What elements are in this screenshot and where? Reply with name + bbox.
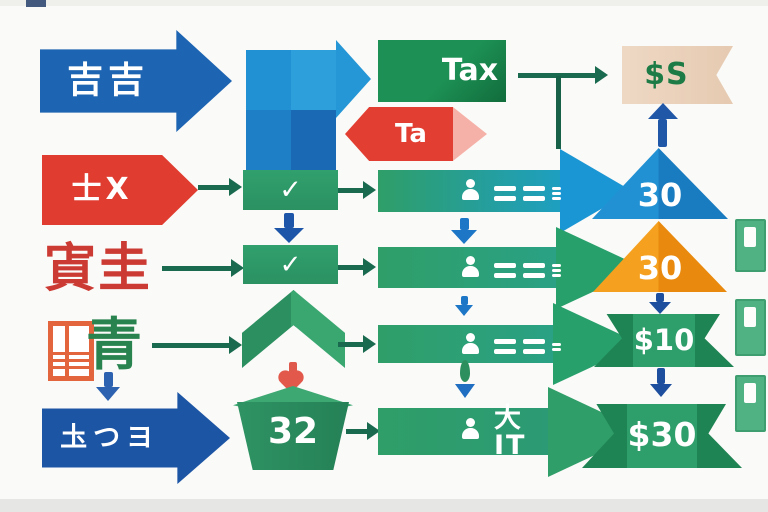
green-box-label: 32 bbox=[267, 411, 319, 452]
blue-block bbox=[291, 50, 336, 110]
roof-right-panel bbox=[291, 290, 345, 368]
connector-arrow bbox=[518, 66, 608, 84]
down-arrow-icon bbox=[656, 293, 664, 302]
window-line bbox=[53, 352, 89, 355]
down-arrow-icon bbox=[274, 228, 304, 243]
down-arrow-icon bbox=[284, 213, 294, 228]
ta-label: Ta bbox=[395, 119, 427, 149]
arrow-head-icon bbox=[336, 40, 371, 118]
tax-box: Tax bbox=[378, 40, 506, 102]
double-arrow-icon bbox=[345, 107, 487, 161]
roof-left-panel bbox=[242, 290, 296, 368]
arrow-right-icon bbox=[42, 155, 198, 225]
big-blue-arrow bbox=[246, 40, 371, 172]
connector-arrow bbox=[162, 259, 244, 277]
checkbox-step-2: ✓ bbox=[243, 245, 338, 284]
tag-slot bbox=[744, 307, 756, 327]
down-arrow-icon bbox=[461, 296, 468, 305]
flow-arrow-red-2: 士X bbox=[42, 155, 198, 225]
money-banner-label: $S bbox=[644, 57, 689, 92]
down-arrow-icon bbox=[96, 387, 120, 401]
sprout-icon bbox=[460, 360, 470, 382]
window-line bbox=[53, 359, 89, 362]
down-arrow-icon bbox=[649, 302, 671, 314]
row-arrow-4-label: 大IT bbox=[494, 402, 527, 461]
down-arrow-icon bbox=[455, 384, 475, 398]
cjk-text-red: 寊圭 bbox=[44, 239, 153, 299]
top-edge-strip bbox=[0, 0, 768, 6]
roof-chevron-shape bbox=[242, 290, 345, 368]
window-line bbox=[53, 366, 89, 369]
text-lines-icon bbox=[494, 263, 561, 278]
flow-arrow-blue-5: 圡つヨ bbox=[42, 392, 230, 484]
top-edge-mark bbox=[26, 0, 46, 7]
connector-arrow bbox=[338, 181, 376, 199]
connector-arrow bbox=[338, 335, 376, 353]
blue-block bbox=[291, 110, 336, 172]
connector-arrow bbox=[198, 178, 242, 196]
down-arrow-icon bbox=[451, 230, 477, 244]
up-arrow-icon bbox=[658, 119, 667, 147]
person-icon bbox=[462, 256, 479, 277]
tag-slot bbox=[744, 383, 756, 403]
ribbon-30-label: $30 bbox=[627, 415, 697, 454]
person-icon bbox=[462, 418, 479, 439]
ta-double-arrow: Ta bbox=[345, 107, 487, 161]
tag-icon bbox=[735, 375, 766, 432]
connector-arrow bbox=[338, 258, 376, 276]
blue-triangle-label: 30 bbox=[637, 176, 683, 214]
down-arrow-icon bbox=[460, 218, 469, 230]
cjk-text-green: 青 bbox=[86, 313, 142, 378]
flow-arrow-red-2-label: 士X bbox=[71, 172, 133, 207]
checkbox-step-1: ✓ bbox=[243, 170, 338, 210]
connector-arrow bbox=[152, 336, 242, 354]
window-ledger-icon bbox=[48, 321, 94, 381]
down-arrow-icon bbox=[650, 384, 672, 397]
green-box-front: 32 bbox=[237, 402, 349, 470]
blue-block bbox=[246, 50, 291, 110]
flow-arrow-blue-1: 吉吉 bbox=[40, 30, 232, 132]
checkmark-icon: ✓ bbox=[279, 174, 302, 206]
connector-drop-line bbox=[556, 76, 561, 149]
tax-box-label: Tax bbox=[441, 53, 499, 88]
tag-slot bbox=[744, 227, 756, 247]
person-icon bbox=[462, 333, 479, 354]
money-banner: $S bbox=[622, 46, 733, 104]
up-arrow-icon bbox=[648, 103, 678, 119]
ribbon-10-label: $10 bbox=[633, 323, 695, 357]
connector-arrow bbox=[346, 422, 380, 440]
down-arrow-icon bbox=[455, 305, 473, 316]
orange-triangle-label: 30 bbox=[637, 249, 683, 287]
down-arrow-icon bbox=[657, 368, 665, 384]
tag-icon bbox=[735, 219, 766, 272]
text-lines-icon bbox=[494, 339, 561, 354]
bottom-edge-strip bbox=[0, 499, 768, 512]
text-lines-icon bbox=[494, 186, 561, 201]
blue-block bbox=[246, 110, 291, 172]
flow-arrow-blue-5-label: 圡つヨ bbox=[60, 422, 160, 454]
window-divider bbox=[65, 326, 69, 376]
checkmark-icon: ✓ bbox=[279, 249, 302, 280]
person-icon bbox=[462, 179, 479, 200]
tag-icon bbox=[735, 299, 766, 356]
flow-arrow-blue-1-label: 吉吉 bbox=[67, 60, 150, 101]
down-arrow-icon bbox=[104, 372, 113, 387]
